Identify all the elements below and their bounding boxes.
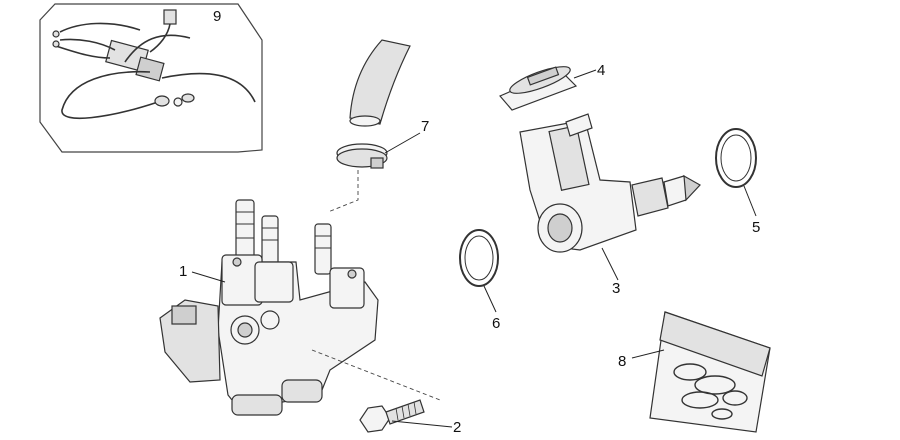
callout-7: 7 [421,118,429,135]
wiring-harness-inset [39,3,263,153]
seal-kit-bag [649,311,771,433]
callout-3: 3 [612,280,620,297]
fuel-hose [349,39,411,127]
pressure-regulator [519,113,701,253]
callout-8: 8 [618,353,626,370]
callout-1: 1 [179,263,187,280]
callout-4: 4 [597,62,605,79]
bolt [359,399,425,433]
filter-cap [499,66,578,111]
fuel-valve-body [159,199,379,416]
callout-2: 2 [453,419,461,436]
o-ring-small [459,229,499,287]
hose-clamp [336,143,388,169]
callout-6: 6 [492,315,500,332]
callout-9: 9 [213,8,221,25]
callout-5: 5 [752,219,760,236]
o-ring-large [715,128,757,188]
